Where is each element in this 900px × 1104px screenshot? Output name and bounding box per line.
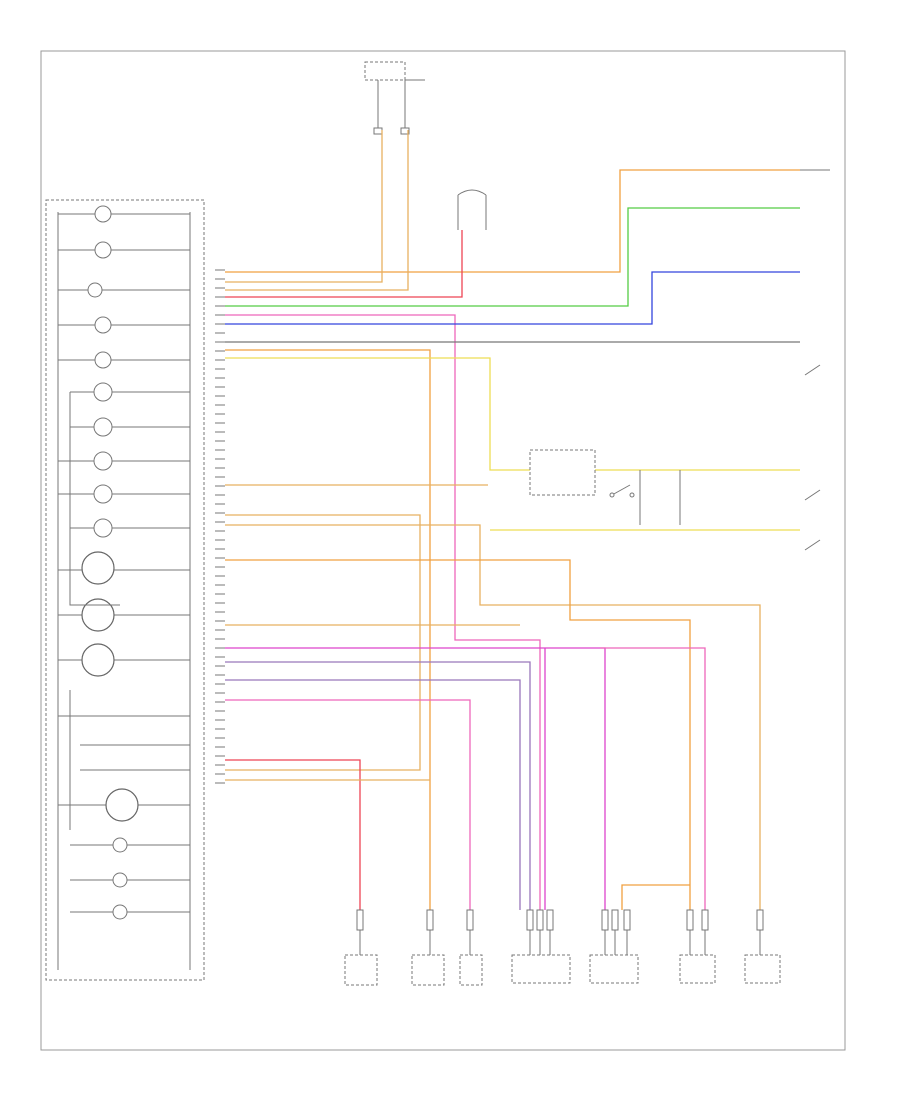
wire-red-bottom <box>225 759 361 910</box>
connector-plug <box>536 909 544 931</box>
wire-pink-long <box>225 314 541 910</box>
lamp-7 <box>70 417 190 437</box>
top-sensor <box>457 189 487 230</box>
wire-tan-feed-1 <box>225 130 383 283</box>
component-2 <box>411 954 445 986</box>
cluster-connector-pins <box>215 269 225 784</box>
component-6 <box>679 954 716 984</box>
instrument-cluster <box>45 199 205 981</box>
connector-plug <box>466 909 474 931</box>
component-7 <box>744 954 781 984</box>
lamp-8 <box>58 451 190 471</box>
connector-plug <box>601 909 609 931</box>
lamp-1 <box>58 205 190 223</box>
wire-yellow-1 <box>225 357 800 471</box>
wire-orange-down <box>225 349 431 910</box>
connector-plug <box>546 909 554 931</box>
wire-magenta-1 <box>225 647 606 910</box>
gauge-4 <box>58 788 190 822</box>
gauge-2 <box>58 598 190 632</box>
relay-module <box>529 449 681 525</box>
wire-red-sensor <box>225 230 463 298</box>
connector-plug <box>526 909 534 931</box>
component-4 <box>511 954 571 984</box>
lamp-4 <box>58 316 190 334</box>
wire-purple-2 <box>225 679 521 910</box>
lamp-5 <box>58 351 190 369</box>
wire-pink-3 <box>600 647 706 910</box>
wire-blue <box>225 271 800 325</box>
connector-plug <box>623 909 631 931</box>
connector-plug <box>686 909 694 931</box>
wire-orange-top <box>225 169 800 273</box>
component-3 <box>459 954 483 986</box>
bottom-connectors <box>356 909 764 955</box>
wire-orange-4 <box>225 559 691 910</box>
connector-plug <box>756 909 764 931</box>
wire-tan-2 <box>225 514 421 771</box>
connector-plug <box>426 909 434 931</box>
lamp-12 <box>70 872 190 888</box>
lamp-2 <box>58 241 190 259</box>
gauges <box>58 551 190 822</box>
power-feed <box>364 61 425 135</box>
component-5 <box>589 954 639 984</box>
connector-plug <box>356 909 364 931</box>
wire-harness <box>225 130 800 910</box>
right-switches <box>800 169 830 551</box>
indicator-lamps <box>58 205 190 920</box>
bottom-components <box>344 954 781 986</box>
lamp-11 <box>70 837 190 853</box>
lamp-6 <box>70 382 190 402</box>
lamp-13 <box>70 904 190 920</box>
wire-tan-feed-2 <box>225 130 409 291</box>
wire-green <box>225 207 800 307</box>
gauge-3 <box>58 643 190 677</box>
lamp-3 <box>58 282 190 298</box>
lamp-10 <box>70 518 190 538</box>
diagram-border <box>40 50 846 1051</box>
wire-purple-1 <box>225 661 531 910</box>
wire-pink-2 <box>225 699 471 910</box>
connector-plug <box>701 909 709 931</box>
connector-plug <box>611 909 619 931</box>
wire-orange-5 <box>621 884 690 910</box>
lamp-9 <box>58 484 190 504</box>
component-1 <box>344 954 378 986</box>
gauge-1 <box>58 551 190 585</box>
wire-tan-3 <box>225 524 761 910</box>
